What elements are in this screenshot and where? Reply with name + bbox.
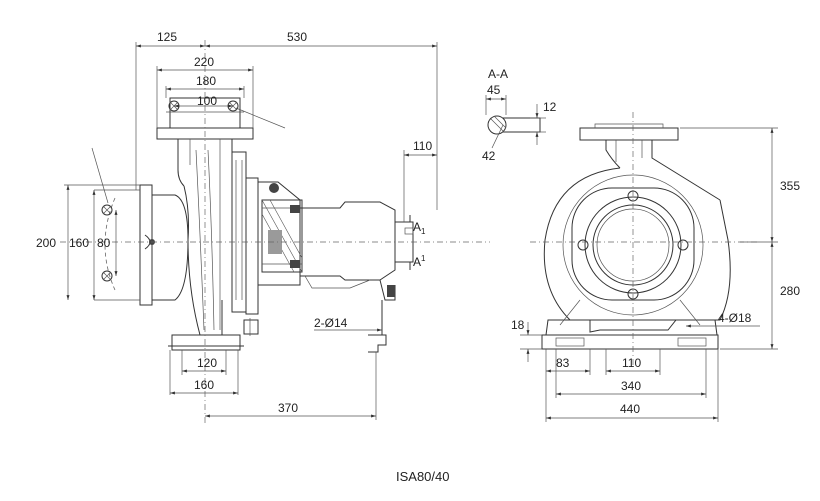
side-dimensions: [64, 42, 438, 420]
front-bolt-hole: [677, 239, 689, 251]
front-casing: [543, 167, 731, 321]
dim-370: 370: [278, 401, 298, 415]
side-view: [60, 40, 490, 425]
dim-200: 200: [36, 236, 56, 250]
model-caption: ISA80/40: [396, 469, 450, 484]
dim-45: 45: [487, 83, 501, 97]
shaft-housing: [300, 201, 396, 281]
section-a-a: [485, 95, 546, 149]
dim-220: 220: [194, 55, 214, 69]
front-base: [545, 319, 718, 336]
flange-bolt-hole: [101, 204, 113, 216]
bearing-housing: [257, 181, 301, 286]
dim-280: 280: [780, 284, 800, 298]
front-view: [530, 112, 760, 365]
dim-355: 355: [780, 179, 800, 193]
section-mark-top: A1: [413, 220, 426, 236]
dim-160-left: 160: [69, 236, 89, 250]
front-dimensions: [520, 127, 778, 422]
bracket-plate: [231, 151, 247, 313]
dim-110-base: 110: [622, 356, 641, 370]
dim-18: 18: [511, 318, 525, 332]
dim-2x14: 2-Ø14: [314, 316, 348, 330]
dim-110-shaft: 110: [413, 139, 432, 153]
dim-125: 125: [157, 30, 177, 44]
dim-12: 12: [543, 100, 557, 114]
dim-340: 340: [621, 379, 641, 393]
dim-4x18: 4-Ø18: [718, 311, 752, 325]
dim-120: 120: [197, 356, 217, 370]
suction-flange: [139, 184, 153, 306]
front-bolt-hole: [577, 239, 589, 251]
dim-80: 80: [97, 236, 111, 250]
flange-bolt-hole: [101, 270, 113, 282]
base-foot: [171, 334, 241, 351]
dim-100: 100: [197, 94, 217, 108]
shaft-section-circle: [487, 115, 507, 135]
dim-530: 530: [287, 30, 307, 44]
front-discharge-flange: [579, 127, 679, 141]
dim-180: 180: [196, 74, 216, 88]
dim-160-bottom: 160: [194, 378, 214, 392]
section-label: A-A: [488, 67, 508, 81]
dim-42: 42: [482, 149, 496, 163]
dim-83: 83: [556, 356, 570, 370]
section-mark-bottom: A1: [413, 254, 426, 269]
dim-440: 440: [620, 402, 640, 416]
